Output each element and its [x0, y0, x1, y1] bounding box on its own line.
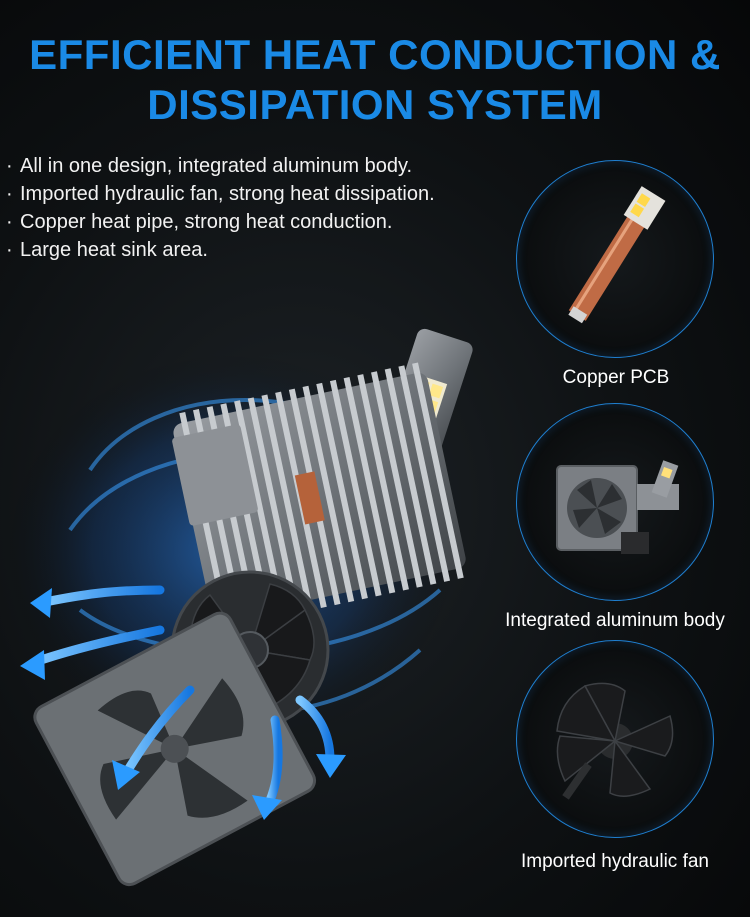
- feature-item: ·Imported hydraulic fan, strong heat dis…: [6, 180, 435, 208]
- callout-label-aluminum-body: Integrated aluminum body: [505, 610, 725, 631]
- bullet: ·: [6, 155, 13, 177]
- callout-label-copper-pcb: Copper PCB: [562, 367, 670, 388]
- page-title: EFFICIENT HEAT CONDUCTION & DISSIPATION …: [0, 30, 750, 130]
- copper-pcb-image: [568, 186, 666, 324]
- callout-circle-hydraulic-fan: [516, 640, 714, 838]
- title-line-2: DISSIPATION SYSTEM: [147, 81, 603, 128]
- headlight-bulb-illustration: [0, 328, 473, 887]
- title-line-1: EFFICIENT HEAT CONDUCTION &: [29, 31, 721, 78]
- feature-list: ·All in one design, integrated aluminum …: [6, 152, 435, 264]
- aluminum-body-image: [556, 460, 679, 554]
- bullet: ·: [6, 183, 13, 205]
- callout-circle-copper-pcb: [516, 160, 714, 358]
- hydraulic-fan-image: [556, 682, 674, 800]
- feature-item: ·Copper heat pipe, strong heat conductio…: [6, 208, 435, 236]
- bullet: ·: [6, 239, 13, 261]
- bullet: ·: [6, 211, 13, 233]
- callout-circle-aluminum-body: [516, 403, 714, 601]
- feature-item: ·Large heat sink area.: [6, 236, 435, 264]
- callout-label-hydraulic-fan: Imported hydraulic fan: [521, 851, 709, 872]
- feature-item: ·All in one design, integrated aluminum …: [6, 152, 435, 180]
